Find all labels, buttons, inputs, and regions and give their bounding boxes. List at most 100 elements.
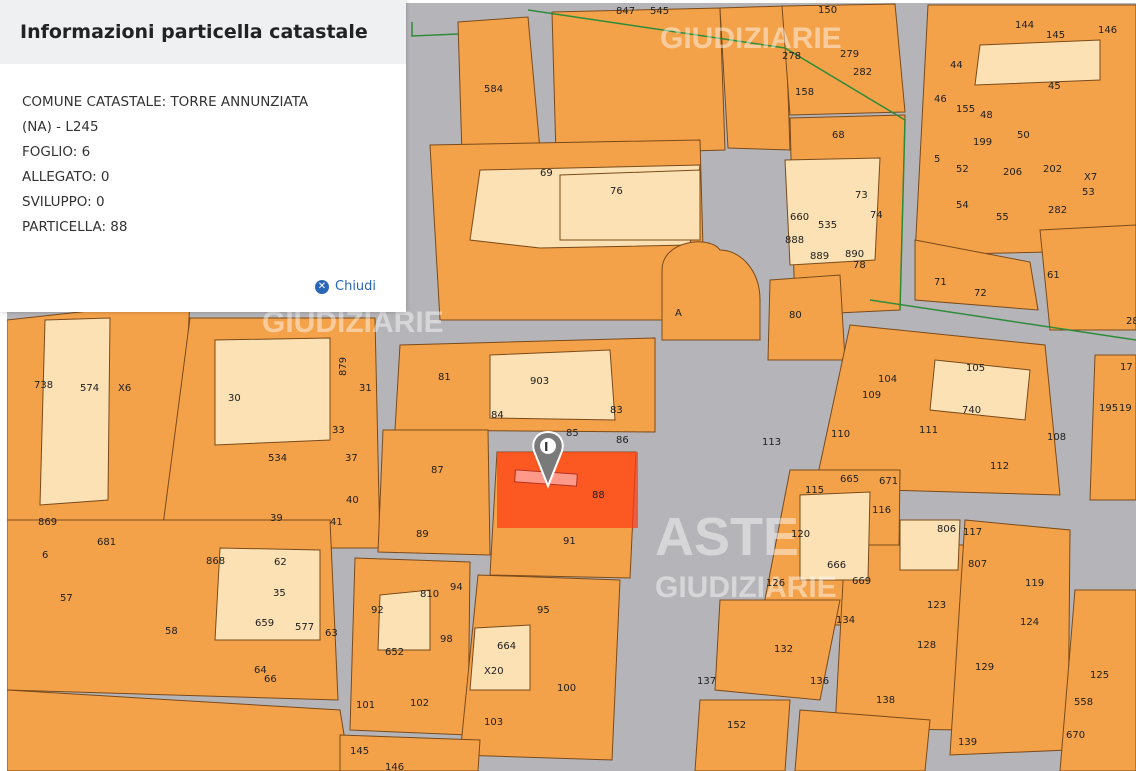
parcel-label: 37 xyxy=(345,453,358,464)
parcel-label: 17 xyxy=(1120,362,1133,373)
parcel-label: 534 xyxy=(268,453,287,464)
parcel-label: 659 xyxy=(255,618,274,629)
parcel-label: 138 xyxy=(876,695,895,706)
parcel-label: 94 xyxy=(450,582,463,593)
parcel-label: 120 xyxy=(791,529,810,540)
parcel-label: 136 xyxy=(810,676,829,687)
parcel-label: 681 xyxy=(97,537,116,548)
parcel-label: 83 xyxy=(610,405,623,416)
parcel-label: 158 xyxy=(795,87,814,98)
cadastral-map[interactable]: ASTE GIUDIZIARIE ASTE GIUDIZIARIE GIUDIZ… xyxy=(7,3,1136,771)
parcel-label: 92 xyxy=(371,605,384,616)
parcel-label: 146 xyxy=(385,762,404,771)
info-line-foglio: FOGLIO: 6 xyxy=(22,144,91,160)
parcel-label: 102 xyxy=(410,698,429,709)
parcel-label: 146 xyxy=(1098,25,1117,36)
parcel-label: 103 xyxy=(484,717,503,728)
parcel-label: 91 xyxy=(563,536,576,547)
parcel-label: 889 xyxy=(810,251,829,262)
parcel-label: 545 xyxy=(650,6,669,17)
parcel-label: 535 xyxy=(818,220,837,231)
parcel-label: 76 xyxy=(610,186,623,197)
parcel-label: 124 xyxy=(1020,617,1039,628)
parcel-label: 95 xyxy=(537,605,550,616)
parcel-label: 584 xyxy=(484,84,503,95)
parcel-label: 125 xyxy=(1090,670,1109,681)
parcel-label: 869 xyxy=(38,517,57,528)
parcel-label: 101 xyxy=(356,700,375,711)
svg-text:ASTE: ASTE xyxy=(655,507,799,567)
parcel-label: 110 xyxy=(831,429,850,440)
parcel-label: X20 xyxy=(484,666,504,677)
parcel-label: 73 xyxy=(855,190,868,201)
parcel-label: 64 xyxy=(254,665,267,676)
parcel-label: 199 xyxy=(973,137,992,148)
parcel-label: 740 xyxy=(962,405,981,416)
parcel-label: 52 xyxy=(956,164,969,175)
parcel-label: 61 xyxy=(1047,270,1060,281)
parcel-label: 129 xyxy=(975,662,994,673)
parcel-info-popup: Informazioni particella catastale COMUNE… xyxy=(0,0,406,312)
parcel-label: 108 xyxy=(1047,432,1066,443)
parcel-label: 80 xyxy=(789,310,802,321)
parcel-label: 6 xyxy=(42,550,48,561)
parcel-label: 847 xyxy=(616,6,635,17)
parcel-label: 30 xyxy=(228,393,241,404)
parcel-label: 98 xyxy=(440,634,453,645)
parcel-label: 86 xyxy=(616,435,629,446)
info-line-particella: PARTICELLA: 88 xyxy=(22,219,128,235)
parcel-label: 279 xyxy=(840,49,859,60)
info-line-allegato: ALLEGATO: 0 xyxy=(22,169,110,185)
parcel-label: 879 xyxy=(338,357,349,376)
parcel-label: 113 xyxy=(762,437,781,448)
parcel-label: 104 xyxy=(878,374,897,385)
parcel-labels: 847 545 150 278 279 282 158 144 145 146 … xyxy=(34,5,1136,771)
parcel-label: 278 xyxy=(782,51,801,62)
selected-parcel-highlight[interactable] xyxy=(497,452,638,528)
parcel-label: 31 xyxy=(359,383,372,394)
popup-header: Informazioni particella catastale xyxy=(0,0,406,64)
parcel-label: 206 xyxy=(1003,167,1022,178)
parcel-label: 806 xyxy=(937,524,956,535)
parcel-label: 74 xyxy=(870,210,883,221)
parcel-label: 46 xyxy=(934,94,947,105)
boundary-lines xyxy=(411,9,1136,341)
info-marker-icon[interactable]: I xyxy=(532,430,564,489)
parcel-label: 868 xyxy=(206,556,225,567)
parcel-label: 85 xyxy=(566,428,579,439)
marker-letter: I xyxy=(544,440,548,454)
parcel-label: 132 xyxy=(774,644,793,655)
parcel-label: 558 xyxy=(1074,697,1093,708)
parcel-label: 807 xyxy=(968,559,987,570)
parcel-label: X7 xyxy=(1084,172,1097,183)
parcel-label: 40 xyxy=(346,495,359,506)
parcel-label: 68 xyxy=(832,130,845,141)
parcel-label: 41 xyxy=(330,517,343,528)
close-button[interactable]: ✕ Chiudi xyxy=(315,279,376,294)
parcel-label: X6 xyxy=(118,383,131,394)
info-line-sviluppo: SVILUPPO: 0 xyxy=(22,194,105,210)
parcel-label: 45 xyxy=(1048,81,1061,92)
parcel-label: 145 xyxy=(1046,30,1065,41)
info-line-comune-code: (NA) - L245 xyxy=(22,119,99,135)
parcel-label: 62 xyxy=(274,557,287,568)
parcel-label: 577 xyxy=(295,622,314,633)
parcel-label: 44 xyxy=(950,60,963,71)
parcel-label: 50 xyxy=(1017,130,1030,141)
parcel-label: 100 xyxy=(557,683,576,694)
parcel-label: 55 xyxy=(996,212,1009,223)
parcel-label: 81 xyxy=(438,372,451,383)
svg-text:GIUDIZIARIE: GIUDIZIARIE xyxy=(660,22,842,55)
parcel-label: 116 xyxy=(872,505,891,516)
parcel-label: 19 xyxy=(1119,403,1132,414)
parcel-label: 126 xyxy=(766,578,785,589)
parcel-label: 88 xyxy=(592,490,605,501)
parcel-label: 87 xyxy=(431,465,444,476)
parcel-label: 134 xyxy=(836,615,855,626)
parcel-label: 890 xyxy=(845,249,864,260)
close-circle-icon: ✕ xyxy=(315,279,329,294)
popup-title: Informazioni particella catastale xyxy=(20,21,368,43)
courtyards xyxy=(39,39,1101,691)
parcel-label: 39 xyxy=(270,513,283,524)
parcel-label: 109 xyxy=(862,390,881,401)
